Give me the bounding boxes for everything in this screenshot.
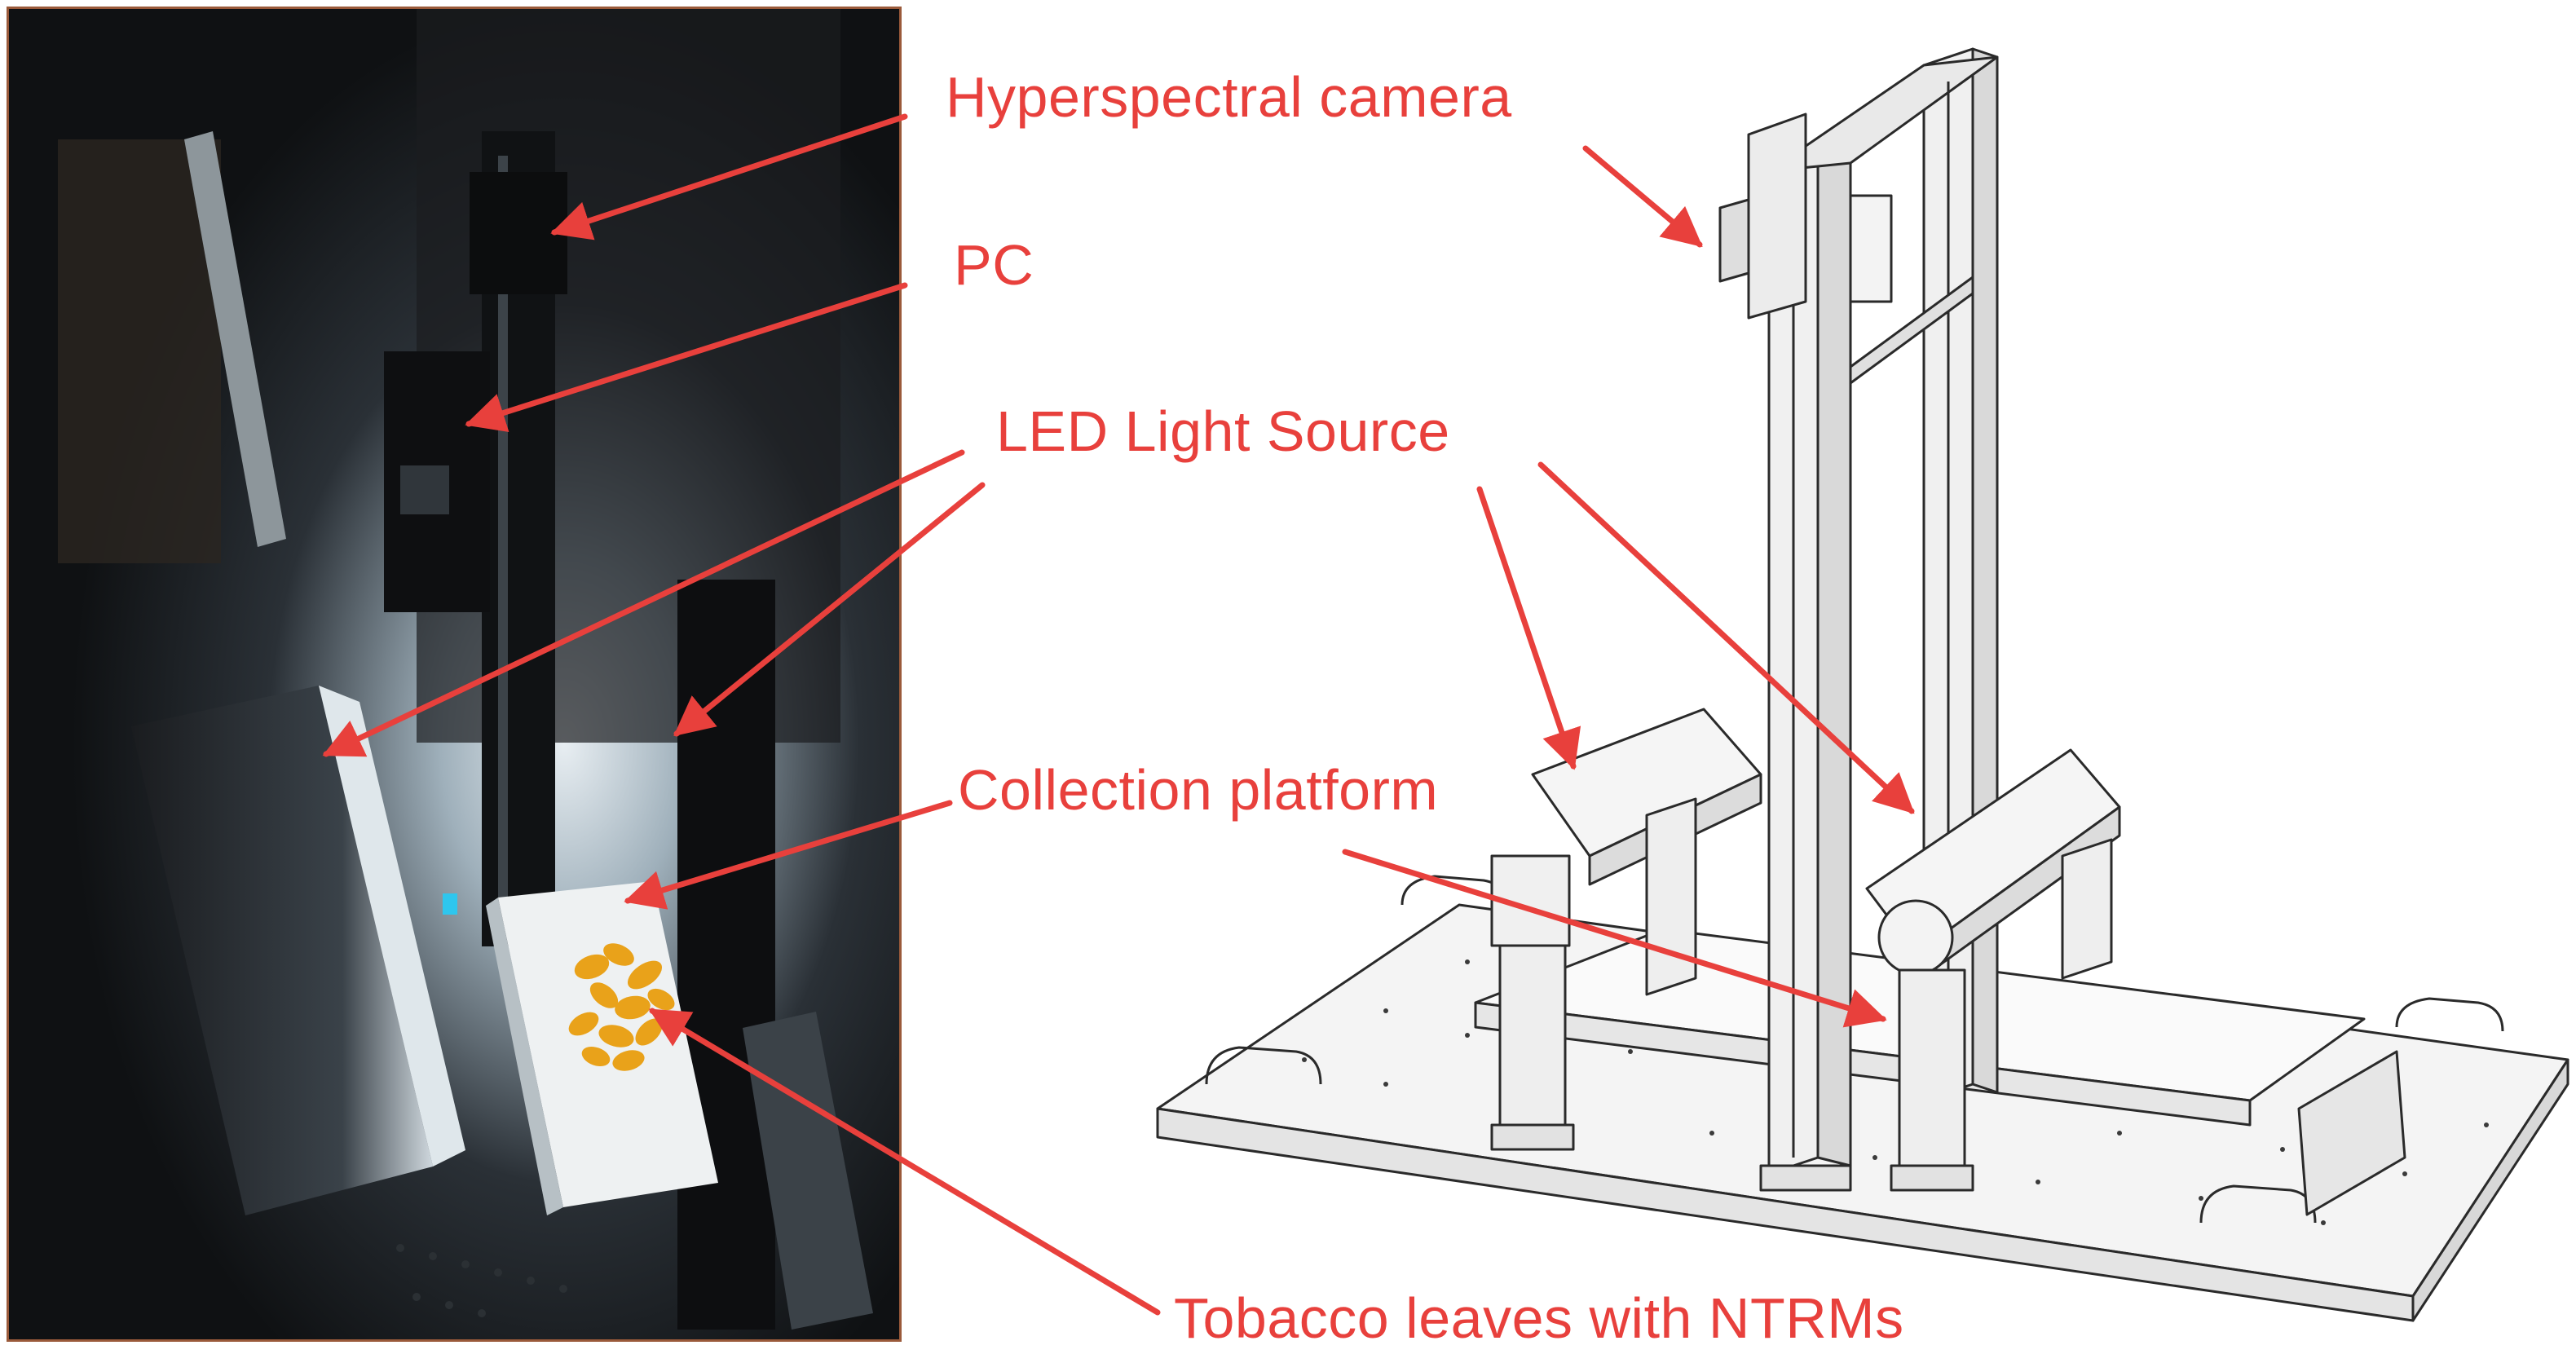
setup-photo (7, 7, 902, 1342)
arrow-platform-photo (624, 800, 953, 910)
setup-photo-illustration (9, 9, 899, 1339)
arrow-platform-drawing (1342, 849, 1887, 1028)
label-pc: PC (954, 233, 1034, 297)
arrow-pc-photo (465, 282, 908, 432)
label-led-light-source: LED Light Source (996, 399, 1450, 463)
label-collection-platform: Collection platform (958, 758, 1439, 822)
arrow-led-photo-right (673, 482, 986, 737)
arrow-camera-photo (550, 113, 908, 240)
label-tobacco-leaves: Tobacco leaves with NTRMs (1174, 1286, 1904, 1350)
arrow-camera-drawing (1582, 145, 1703, 248)
arrow-led-drawing-left (1476, 486, 1581, 770)
arrow-leaves-photo (648, 1008, 1161, 1316)
arrow-led-photo-left (322, 449, 965, 757)
arrow-led-drawing-right (1537, 461, 1915, 814)
label-hyperspectral-camera: Hyperspectral camera (946, 65, 1512, 129)
